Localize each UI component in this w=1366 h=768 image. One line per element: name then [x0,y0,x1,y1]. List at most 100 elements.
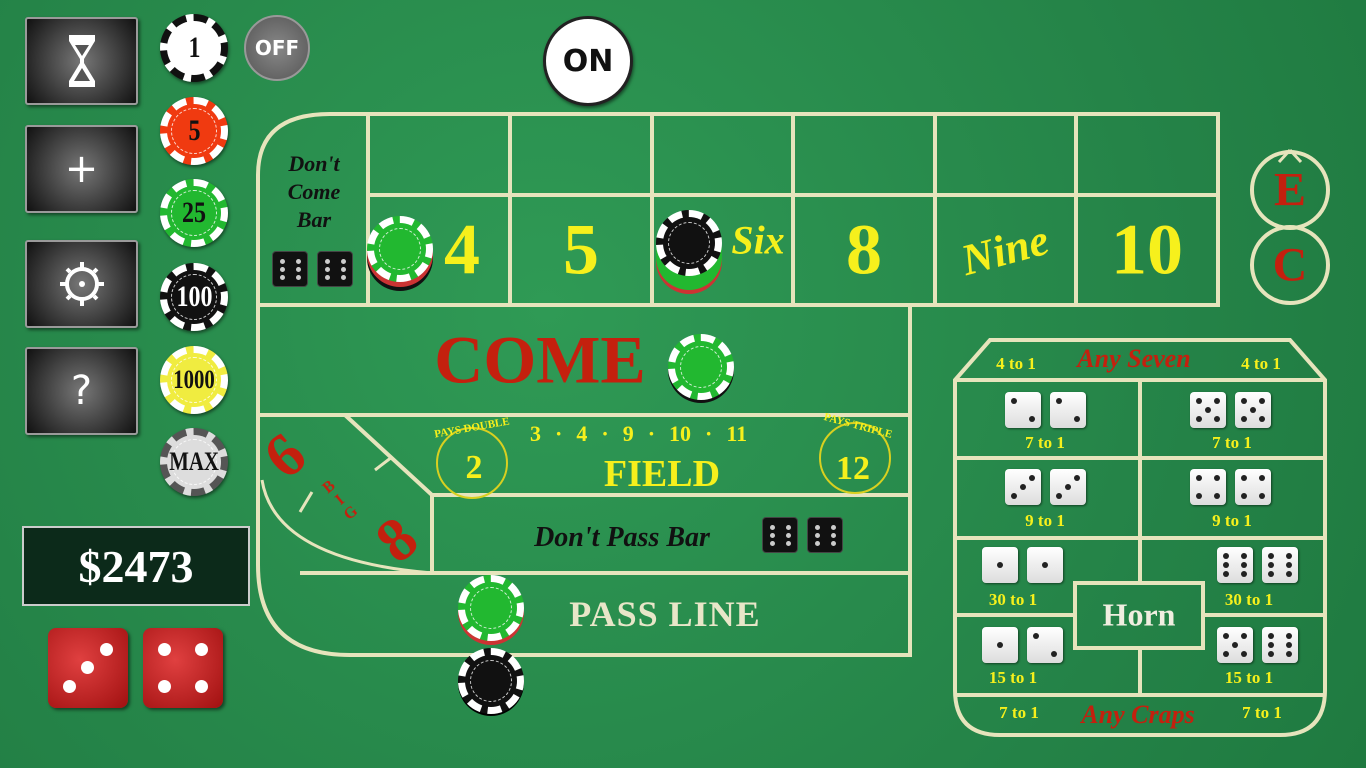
dont-pass-bar[interactable]: Don't Pass Bar [534,522,710,553]
pip [1004,561,1013,570]
pip [1064,414,1073,423]
help-button[interactable]: ? [25,347,138,435]
pip [1032,552,1041,561]
pip [1212,406,1221,415]
point-10[interactable]: 10 [1111,209,1183,290]
prop-die [1005,392,1041,428]
chip-25[interactable]: 25 [160,179,228,247]
pip [1019,397,1028,406]
pip [996,649,1005,658]
point-6[interactable]: Six [731,217,785,263]
add-button[interactable]: + [25,125,138,213]
pip [996,569,1005,578]
pip [1041,569,1050,578]
chip-max[interactable]: MAX [160,428,228,496]
pip [1240,553,1247,560]
rolled-die-2[interactable] [143,628,223,708]
any-seven-odds: 4 to 1 [1241,354,1281,373]
pip [157,680,171,694]
dont-come-bar[interactable]: Don't Come Bar [262,150,366,234]
pip [1027,483,1036,492]
pip [769,524,775,530]
bet-c[interactable]: C [1272,238,1308,292]
point-8[interactable]: 8 [846,209,882,290]
any-craps[interactable]: Any Craps [1081,700,1195,729]
pip [987,632,996,641]
pip [1231,569,1240,578]
pip [79,640,98,659]
chip-100[interactable]: 100 [160,263,228,331]
pip [1041,552,1050,561]
bet-chip-green[interactable] [367,216,433,282]
settings-button[interactable] [25,240,138,328]
prop-die [1217,547,1253,583]
any-seven[interactable]: Any Seven [1077,344,1191,373]
pip [79,677,98,696]
pip [324,266,330,272]
rolled-die-1[interactable] [48,628,128,708]
dont-come-text: Don't [288,151,340,176]
pip [1212,483,1221,492]
pip [174,659,193,678]
pip [195,680,209,694]
pip [174,677,193,696]
pip [1032,641,1041,650]
chip-1000[interactable]: 1000 [160,346,228,414]
pip [1072,491,1081,500]
pip [286,257,294,265]
pip [1196,492,1203,499]
pip [60,659,79,678]
pip [1241,415,1248,422]
pip [331,265,339,273]
chip-label: 1000 [173,365,215,394]
pip [1240,483,1249,492]
pip [331,273,339,281]
off-button[interactable]: OFF [244,15,310,81]
field-number: 4 [576,421,588,446]
come-area[interactable]: COME [434,321,646,398]
point-5[interactable]: 5 [563,209,599,290]
pip [769,540,775,546]
point-4[interactable]: 4 [444,209,480,290]
pip [1049,632,1058,641]
pip [1041,649,1050,658]
bet-chip-green[interactable] [458,575,524,641]
bet-e[interactable]: E [1273,163,1307,217]
pip [1019,483,1026,490]
timer-button[interactable] [25,17,138,105]
chip-1[interactable]: 1 [160,14,228,82]
prop-die [982,547,1018,583]
pip [1073,415,1080,422]
pip [785,540,791,546]
pip [996,561,1003,568]
pip [821,539,829,547]
pip [1268,633,1275,640]
pip [1240,561,1247,568]
chip-label: 100 [176,280,212,313]
pip [1004,552,1013,561]
field-number: 9 [622,421,634,446]
prop-die [1190,392,1226,428]
pip [1258,475,1265,482]
pip [1055,406,1064,415]
horn-bet[interactable]: Horn [1102,596,1176,633]
bet-chip-green[interactable] [668,334,734,400]
pip [1056,492,1063,499]
pip [814,532,820,538]
prop-odds: 15 to 1 [1224,668,1274,687]
pip [1028,415,1035,422]
pass-line[interactable]: PASS LINE [569,594,761,634]
bet-chip-black[interactable] [458,648,524,714]
pip [1064,474,1073,483]
pip [97,659,116,678]
pip [1276,569,1285,578]
pip [279,258,285,264]
pip [1027,406,1036,415]
chip-5[interactable]: 5 [160,97,228,165]
pip [1231,552,1240,561]
pip [1223,633,1230,640]
pip [1204,474,1213,483]
pip [1204,406,1211,413]
bet-chip-black[interactable] [656,210,722,276]
field-area[interactable]: FIELD [603,453,721,495]
